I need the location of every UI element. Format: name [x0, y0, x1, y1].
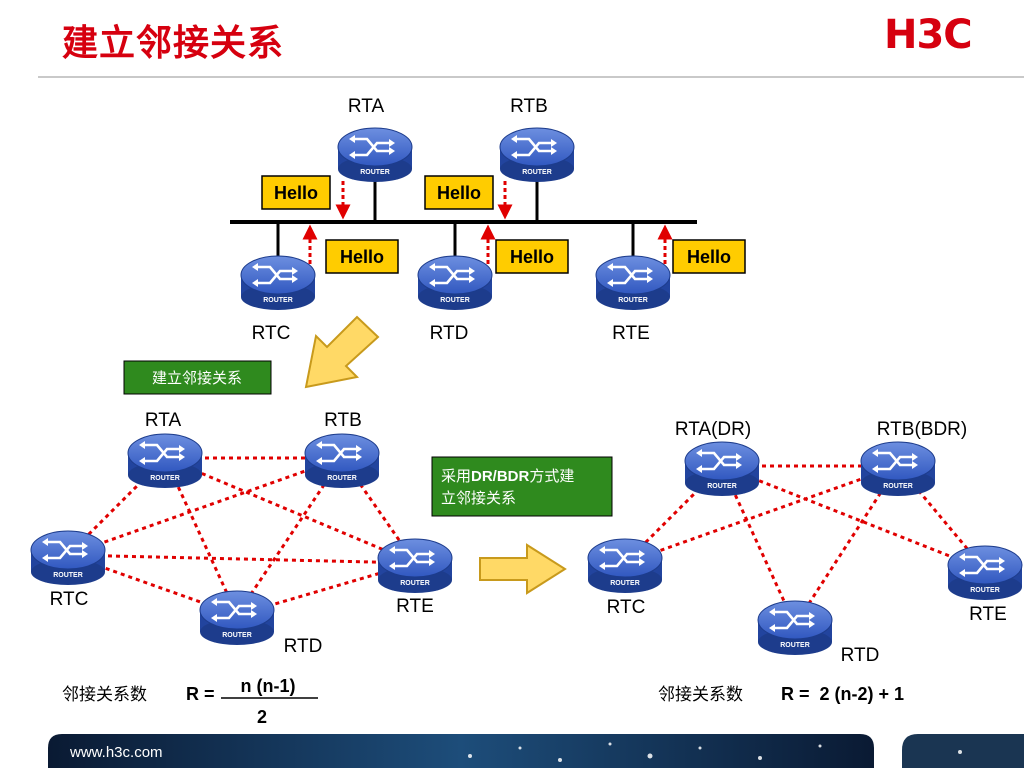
svg-text:ROUTER: ROUTER — [707, 483, 737, 490]
router-icon: ROUTER — [376, 537, 454, 595]
router-icon: ROUTER — [859, 440, 937, 498]
formula-left-numerator: n (n-1) — [241, 676, 296, 696]
router-icon: ROUTER — [303, 432, 381, 490]
hello-label: Hello — [437, 183, 481, 203]
drbdr-links — [623, 464, 987, 626]
hello-label: Hello — [274, 183, 318, 203]
router-label-rtb: RTB — [324, 410, 362, 431]
router-label-rtd: RTD — [430, 323, 469, 344]
router-label-rtb-bdr: RTB(BDR) — [877, 419, 967, 440]
router-label-rta-dr: RTA(DR) — [675, 419, 751, 440]
transition-arrow-diagonal — [304, 315, 380, 389]
mesh-link-rtc-rte — [67, 553, 416, 565]
router-label-rta: RTA — [348, 96, 385, 117]
svg-text:ROUTER: ROUTER — [610, 580, 640, 587]
svg-text:ROUTER: ROUTER — [327, 475, 357, 482]
drbdr-line1: 采用DR/BDR方式建 — [441, 467, 574, 485]
establish-adjacency-label: 建立邻接关系 — [152, 369, 242, 387]
hello-box — [325, 239, 399, 274]
router-label-rte: RTE — [969, 604, 1007, 625]
router-icon: ROUTER — [126, 432, 204, 490]
footer-banner — [48, 734, 874, 768]
router-label-rte: RTE — [396, 596, 434, 617]
mesh-link-rtb-rtc — [67, 456, 343, 557]
formula-right-label: 邻接关系数 — [658, 685, 743, 705]
router-label-rtd: RTD — [284, 636, 323, 657]
link-bdr-rtc — [624, 464, 899, 565]
formula-left-lhs: R = — [186, 684, 215, 704]
mesh-link-rtc-rtd — [67, 553, 238, 617]
router-icon: ROUTER — [756, 599, 834, 657]
router-icon: ROUTER — [336, 126, 414, 184]
router-icon: ROUTER — [946, 544, 1024, 602]
footer-sparkles — [468, 742, 962, 762]
router-icon: ROUTER — [594, 254, 672, 312]
router-icon: ROUTER — [498, 126, 576, 184]
router-label-rtc: RTC — [252, 323, 291, 344]
router-icon: ROUTER — [239, 254, 317, 312]
formula-right-expr: R = 2 (n-2) + 1 — [781, 684, 904, 704]
svg-text:ROUTER: ROUTER — [883, 483, 913, 490]
link-dr-rte — [721, 464, 986, 572]
svg-text:ROUTER: ROUTER — [263, 297, 293, 304]
router-label-rtc: RTC — [607, 597, 646, 618]
svg-text:ROUTER: ROUTER — [522, 169, 552, 176]
hello-box — [424, 175, 494, 210]
svg-text:ROUTER: ROUTER — [780, 642, 810, 649]
drbdr-badge — [431, 456, 613, 517]
h3c-logo: H3C — [884, 12, 973, 58]
router-icon: ROUTER — [586, 537, 664, 595]
hello-box — [261, 175, 331, 210]
router-label-rtd: RTD — [841, 645, 880, 666]
hello-box — [495, 239, 569, 274]
svg-text:ROUTER: ROUTER — [150, 475, 180, 482]
footer-banner-side — [902, 734, 1024, 768]
slide-title: 建立邻接关系 — [62, 23, 285, 64]
router-label-rte: RTE — [612, 323, 650, 344]
hello-label: Hello — [510, 247, 554, 267]
hello-box — [672, 239, 746, 274]
router-icon: ROUTER — [416, 254, 494, 312]
router-label-rtc: RTC — [50, 589, 89, 610]
link-dr-rtd — [720, 465, 797, 626]
hello-label: Hello — [340, 247, 384, 267]
router-icon: ROUTER — [198, 589, 276, 647]
footer-url-link[interactable]: www.h3c.com — [70, 744, 163, 761]
router-icon: ROUTER — [29, 529, 107, 587]
svg-text:ROUTER: ROUTER — [53, 572, 83, 579]
router-label-rta: RTA — [145, 410, 182, 431]
transition-arrow-right — [479, 543, 567, 595]
svg-text:ROUTER: ROUTER — [400, 580, 430, 587]
svg-text:ROUTER: ROUTER — [970, 587, 1000, 594]
svg-text:ROUTER: ROUTER — [360, 169, 390, 176]
svg-text:ROUTER: ROUTER — [222, 632, 252, 639]
establish-adjacency-badge — [123, 360, 272, 395]
formula-left-denominator: 2 — [257, 707, 267, 727]
mesh-link-rta-rte — [164, 456, 416, 565]
svg-text:ROUTER: ROUTER — [618, 297, 648, 304]
router-label-rtb: RTB — [510, 96, 548, 117]
router-icon: ROUTER — [683, 440, 761, 498]
formula-left-label: 邻接关系数 — [62, 685, 147, 705]
svg-text:ROUTER: ROUTER — [440, 297, 470, 304]
title-divider — [38, 76, 1024, 78]
hello-label: Hello — [687, 247, 731, 267]
drbdr-line2: 立邻接关系 — [441, 489, 516, 507]
